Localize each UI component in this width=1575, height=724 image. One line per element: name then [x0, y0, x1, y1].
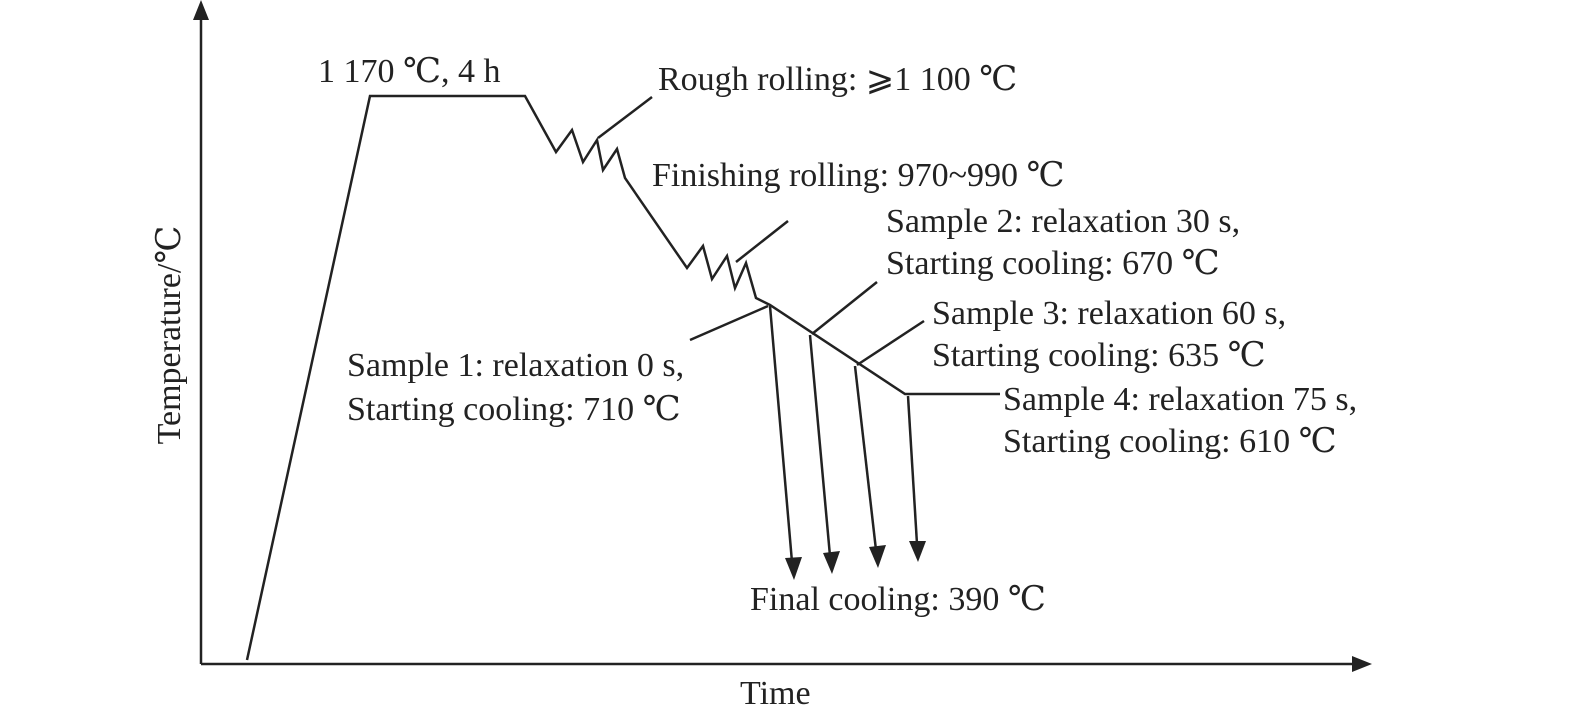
- arrowhead-icon: [909, 541, 926, 562]
- x-axis-arrow-icon: [1352, 656, 1372, 672]
- sample1-label-1: Sample 1: relaxation 0 s,: [347, 347, 685, 384]
- sample2-label-2: Starting cooling: 670 ℃: [886, 245, 1220, 282]
- finish-leader: [735, 220, 789, 263]
- finish-rolling-label: Finishing rolling: 970~990 ℃: [652, 157, 1065, 194]
- y-axis-label: Temperature/℃: [151, 225, 188, 445]
- sample3-label-1: Sample 3: relaxation 60 s,: [932, 295, 1287, 332]
- y-axis-arrow-icon: [193, 0, 209, 20]
- sample3-cooling: [853, 365, 878, 551]
- sample2-label-1: Sample 2: relaxation 30 s,: [886, 203, 1241, 240]
- x-axis-label: Time: [740, 675, 811, 712]
- temperature-profile: [245, 94, 1000, 661]
- sample3-label-2: Starting cooling: 635 ℃: [932, 337, 1266, 374]
- sample4-label-1: Sample 4: relaxation 75 s,: [1003, 381, 1358, 418]
- sample3-leader: [856, 319, 925, 367]
- sample2-leader: [811, 281, 878, 335]
- final-cooling-label: Final cooling: 390 ℃: [750, 581, 1046, 618]
- rough-rolling-label: Rough rolling: ⩾1 100 ℃: [658, 61, 1018, 98]
- sample1-leader: [689, 304, 769, 342]
- sample4-label-2: Starting cooling: 610 ℃: [1003, 423, 1337, 460]
- sample2-cooling: [808, 334, 832, 557]
- sample4-cooling: [906, 395, 919, 545]
- sample1-label-2: Starting cooling: 710 ℃: [347, 391, 681, 428]
- arrowhead-icon: [785, 557, 802, 580]
- rough-leader: [597, 96, 653, 139]
- soak-label: 1 170 ℃, 4 h: [318, 53, 501, 90]
- arrowhead-icon: [869, 545, 886, 568]
- sample1-cooling: [768, 305, 794, 563]
- arrowhead-icon: [823, 551, 840, 574]
